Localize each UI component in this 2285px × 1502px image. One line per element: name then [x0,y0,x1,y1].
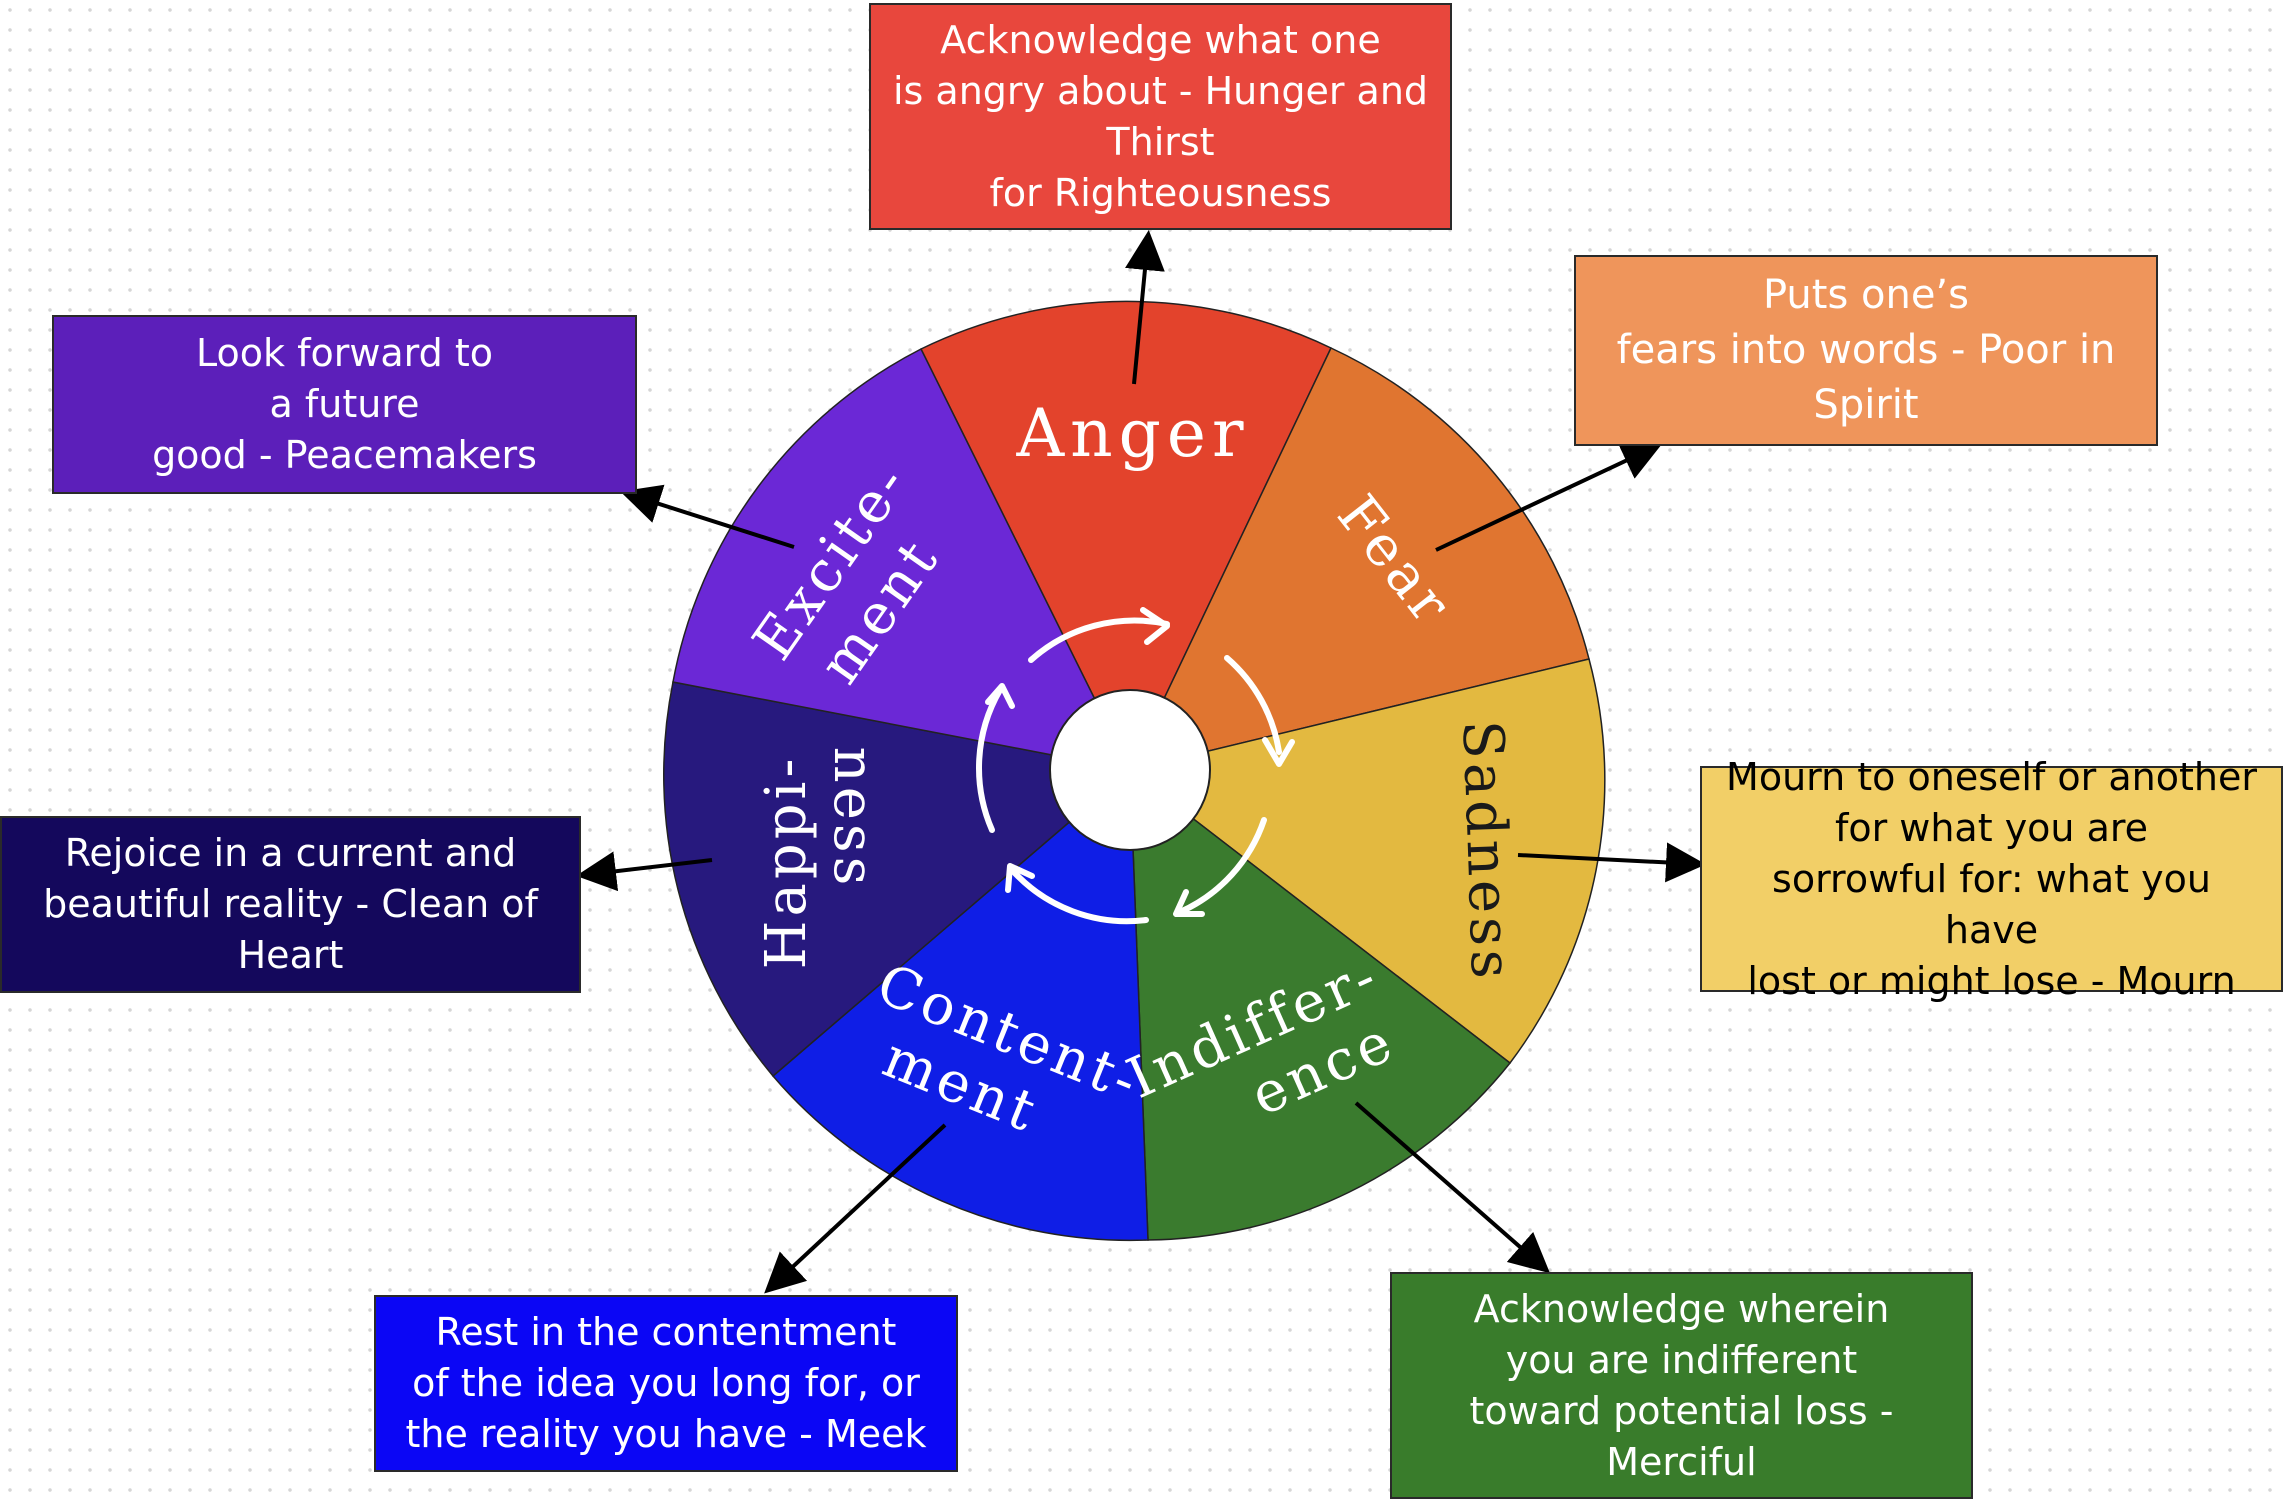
cycle-arrow-bottom-right-head [1173,889,1205,917]
note-indifference-text: Acknowledge wherein you are indifferent … [1469,1286,1894,1484]
cycle-arrow-left [976,687,1003,833]
note-fear: Puts one’s fears into words - Poor in Sp… [1574,255,2158,446]
note-sadness: Mourn to oneself or another for what you… [1700,755,2283,1003]
label-sadness: Sadness [1449,719,1523,983]
wedge-contentment[interactable] [771,768,1149,1242]
note-excitement-text: Look forward to a future good - Peacemak… [152,331,537,477]
connector-excitement [620,484,795,549]
note-anger-text: Acknowledge what one is angry about - Hu… [892,17,1429,215]
cycle-arrows [976,607,1295,925]
connector-indifference [1354,1101,1551,1274]
cycle-arrow-left-head [985,683,1015,709]
connector-fear [1435,442,1663,552]
label-happiness-ness: ness [821,747,886,890]
note-happiness: Rejoice in a current and beautiful reali… [0,816,581,993]
note-excitement: Look forward to a future good - Peacemak… [52,315,637,494]
cycle-arrow-right [1224,655,1282,755]
cycle-arrow-bottom-right [1177,817,1267,915]
wedge-fear[interactable] [1128,347,1590,772]
cycle-arrow-right-head [1262,737,1295,767]
connector-happiness [576,851,713,892]
cycle-arrow-top [1028,617,1170,663]
note-fear-text: Puts one’s fears into words - Poor in Sp… [1616,272,2116,428]
cycle-arrow-bottom [1009,867,1149,925]
note-anger: Acknowledge what one is angry about - Hu… [869,3,1452,230]
note-contentment-text: Rest in the contentment of the idea you … [405,1310,927,1456]
wedge-anger[interactable] [919,300,1332,772]
wheel-center [1049,689,1211,851]
label-happiness: Happi- [754,755,819,970]
connectors [576,230,1706,1294]
cycle-arrow-bottom-head [1005,863,1035,893]
wedge-sadness[interactable] [1128,658,1606,1065]
note-indifference: Acknowledge wherein you are indifferent … [1390,1272,1973,1499]
note-happiness-text: Rejoice in a current and beautiful reali… [43,831,538,977]
wedge-excitement[interactable] [672,347,1132,772]
label-anger: Anger [1015,395,1249,472]
cycle-arrow-top-head [1140,607,1170,645]
connector-contentment [764,1123,947,1294]
connector-sadness [1517,842,1706,883]
note-contentment: Rest in the contentment of the idea you … [374,1295,958,1472]
note-sadness-text: Mourn to oneself or another for what you… [1726,754,2257,1003]
wedge-happiness[interactable] [663,681,1132,1078]
connector-anger [1125,230,1165,385]
wedge-indifference[interactable] [1129,768,1512,1241]
